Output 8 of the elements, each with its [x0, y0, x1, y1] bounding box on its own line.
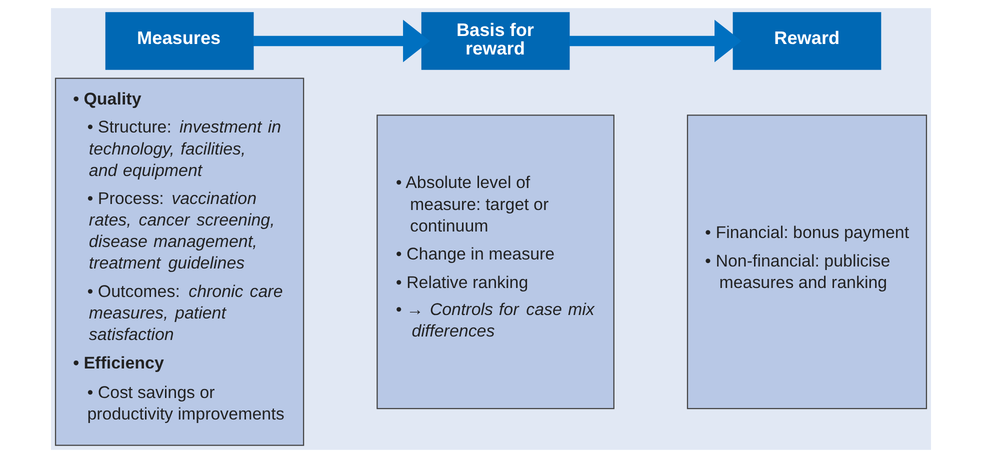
node-box: • Quality • Structure: investment in technology, facilities, and equipment • Process: vaccination rates, cancer screening, disease management, treatment guidelines • Outcomes: chronic care measures, patient satisfaction • Efficiency • Cost savings or productivity improvements	[54, 78, 304, 446]
node-box: • Absolute level of measure: target or continuum • Change in measure • Relative ranking • → Controls for case mix differences	[376, 114, 614, 410]
arrow	[252, 20, 430, 62]
node-box: • Financial: bonus payment • Non-financial: publicise measures and ranking	[686, 114, 927, 410]
arrow	[568, 20, 741, 62]
node-box: Measures	[104, 12, 254, 70]
node-box: Reward	[732, 12, 881, 70]
node-box: Basis for reward	[420, 12, 570, 70]
